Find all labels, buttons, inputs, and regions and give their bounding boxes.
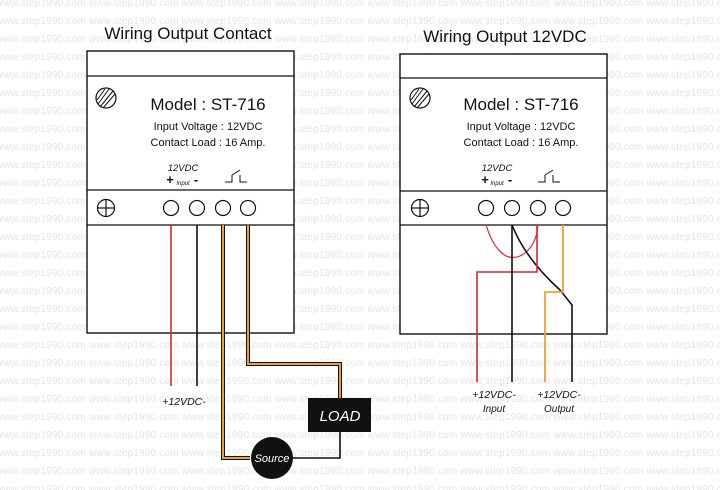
watermark-row: www.step1990.com www.step1990.com www.st… (0, 250, 720, 261)
left-input-voltage: Input Voltage : 12VDC (154, 121, 263, 133)
left-source-circle (251, 437, 293, 479)
right-screw-hatched-icon (409, 87, 431, 109)
left-contact-load: Contact Load : 16 Amp. (151, 137, 266, 149)
right-terminal-1 (477, 199, 495, 217)
right-orange-output-wire (544, 225, 564, 382)
watermark-row: www.step1990.com www.step1990.com www.st… (0, 448, 720, 459)
right-input-wire-caption: Input (483, 404, 506, 415)
right-terminal-2 (503, 199, 521, 217)
right-terminal-row (477, 199, 572, 217)
right-contact-load: Contact Load : 16 Amp. (464, 137, 579, 149)
left-terminal-1 (162, 199, 180, 217)
left-plus-sign: + (166, 172, 174, 187)
right-input-voltage: Input Voltage : 12VDC (467, 121, 576, 133)
watermark-row: www.step1990.com www.step1990.com www.st… (0, 106, 720, 117)
right-terminal-4 (554, 199, 572, 217)
left-load-label: LOAD (320, 408, 361, 425)
watermark-row: www.step1990.com www.step1990.com www.st… (0, 214, 720, 225)
left-screw-hatched-icon (95, 87, 117, 109)
right-supply-label: 12VDC (482, 163, 513, 174)
left-supply-label: 12VDC (168, 163, 199, 174)
right-title: Wiring Output 12VDC (423, 27, 586, 46)
left-input-sub: Input (176, 181, 190, 187)
left-source-label: Source (255, 453, 290, 465)
right-input-sub: Input (490, 181, 504, 187)
watermark-row: www.step1990.com www.step1990.com www.st… (0, 304, 720, 315)
left-panel: Wiring Output Contact Model : ST-716 Inp… (86, 24, 371, 479)
right-plus-sign: + (481, 172, 489, 187)
right-minus-sign: - (508, 172, 512, 187)
watermark-row: www.step1990.com www.step1990.com www.st… (0, 322, 720, 333)
right-mount-screw-icon (410, 198, 430, 218)
watermark-row: www.step1990.com www.step1990.com www.st… (0, 484, 720, 490)
watermark-row: www.step1990.com www.step1990.com www.st… (0, 268, 720, 279)
left-return-wire (293, 432, 341, 459)
watermark-row: www.step1990.com www.step1990.com www.st… (0, 70, 720, 81)
right-red-input-wire (476, 225, 538, 382)
watermark-row: www.step1990.com www.step1990.com www.st… (0, 232, 720, 243)
watermark-row: www.step1990.com www.step1990.com www.st… (0, 358, 720, 369)
right-model-label: Model : ST-716 (463, 95, 578, 114)
watermark-row: www.step1990.com www.step1990.com www.st… (0, 286, 720, 297)
left-terminal-row (162, 199, 257, 217)
watermark-row: www.step1990.com www.step1990.com www.st… (0, 376, 720, 387)
right-output-wire-caption: Output (544, 404, 575, 415)
left-load-wire (247, 225, 341, 398)
watermark-row: www.step1990.com www.step1990.com www.st… (0, 196, 720, 207)
right-red-jumper (485, 224, 539, 259)
right-output-wire-label: +12VDC- (537, 389, 581, 401)
right-relay-contact-icon (538, 169, 560, 183)
watermark-row: www.step1990.com www.step1990.com www.st… (0, 178, 720, 189)
watermark-row: www.step1990.com www.step1990.com www.st… (0, 142, 720, 153)
right-input-wire-label: +12VDC- (472, 389, 516, 401)
left-source-wire (222, 225, 250, 459)
left-mount-screw-icon (96, 198, 116, 218)
watermark-row: www.step1990.com www.step1990.com www.st… (0, 0, 720, 9)
watermark-row: www.step1990.com www.step1990.com www.st… (0, 124, 720, 135)
watermark-row: www.step1990.com www.step1990.com www.st… (0, 430, 720, 441)
watermark-row: www.step1990.com www.step1990.com www.st… (0, 466, 720, 477)
left-wire-label: +12VDC- (162, 396, 206, 408)
watermark-row: www.step1990.com www.step1990.com www.st… (0, 34, 720, 45)
left-title: Wiring Output Contact (104, 24, 272, 43)
left-relay-body (86, 50, 295, 334)
right-panel: Wiring Output 12VDC Model : ST-716 Input… (399, 27, 608, 415)
left-model-label: Model : ST-716 (150, 95, 265, 114)
watermark-row: www.step1990.com www.step1990.com www.st… (0, 88, 720, 99)
left-terminal-3 (214, 199, 232, 217)
watermark-row: www.step1990.com www.step1990.com www.st… (0, 160, 720, 171)
watermark-row: www.step1990.com www.step1990.com www.st… (0, 52, 720, 63)
left-minus-sign: - (194, 172, 198, 187)
left-load-box (308, 398, 371, 432)
right-terminal-3 (529, 199, 547, 217)
right-relay-body (399, 53, 608, 335)
left-relay-contact-icon (225, 169, 247, 183)
watermark-row: www.step1990.com www.step1990.com www.st… (0, 340, 720, 351)
watermark-row: www.step1990.com www.step1990.com www.st… (0, 16, 720, 27)
left-terminal-4 (239, 199, 257, 217)
left-terminal-2 (188, 199, 206, 217)
